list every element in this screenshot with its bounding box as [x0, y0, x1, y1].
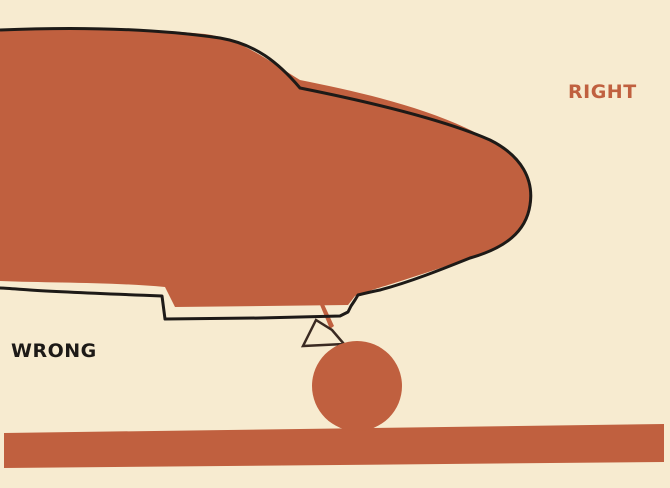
ground-strip [4, 424, 664, 468]
landing-gear-strut [318, 300, 334, 329]
wrong-label: WRONG [11, 340, 97, 362]
landing-gear-wheel [312, 341, 402, 431]
fuselage-right-silhouette [0, 28, 533, 308]
right-label: RIGHT [568, 81, 637, 103]
landing-gear-link [300, 318, 347, 348]
fuselage-wrong-outline [0, 27, 533, 321]
